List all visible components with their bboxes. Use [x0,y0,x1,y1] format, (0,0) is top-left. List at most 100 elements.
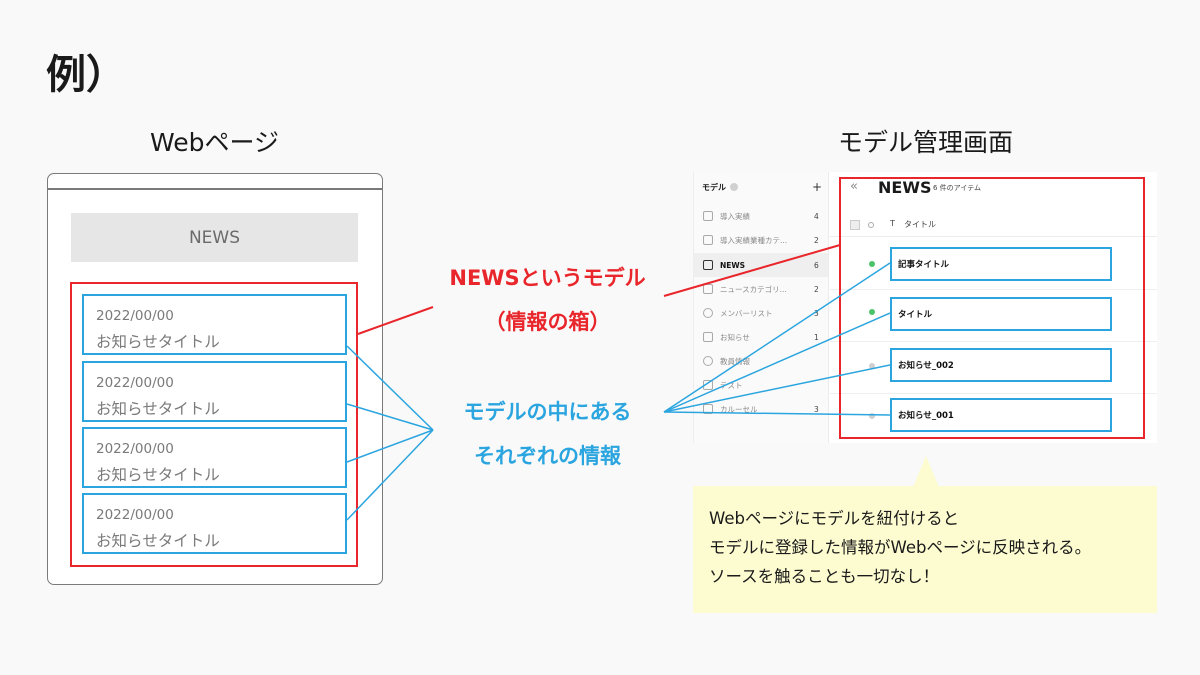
sidebar-item[interactable]: 導入実績 4 [694,204,828,228]
callout-box: Webページにモデルを紐付けると モデルに登録した情報がWebページに反映される… [693,486,1157,613]
sidebar-item-count: 4 [814,211,819,221]
document-icon [703,260,713,270]
news-banner: NEWS [71,213,358,262]
table-row[interactable]: お知らせ_001 [830,394,1157,443]
callout-line: モデルに登録した情報がWebページに反映される。 [709,538,1092,557]
sidebar-item-label: お知らせ [720,332,750,342]
table-row[interactable]: お知らせ_002 [830,342,1157,394]
blue-connector-left [346,429,434,521]
news-item-date: 2022/00/00 [96,441,174,457]
admin-heading: モデル管理画面 [838,128,1014,157]
blue-connector-right [663,262,891,413]
model-label-sub: （情報の箱） [484,310,611,334]
news-item-date: 2022/00/00 [96,507,174,523]
blue-connector-right [663,364,891,413]
item-count: 6 件のアイテム [933,184,981,192]
text-type-icon: T [890,219,895,228]
admin-main: « NEWS 6 件のアイテム T タイトル 記事タイトル タイトル お知らせ_… [830,172,1157,443]
sidebar-item-label: ニュースカテゴリ... [720,284,787,294]
slide-title: 例） [46,52,126,98]
news-item-title: お知らせタイトル [96,532,220,550]
folder-icon [703,235,713,245]
sidebar-item-label: カルーセル [720,404,758,414]
sidebar-item[interactable]: ニュースカテゴリ... 2 [694,277,828,301]
news-item-title: お知らせタイトル [96,333,220,351]
red-connector-right [663,244,841,297]
items-label: モデルの中にある [463,400,632,424]
callout-line: Webページにモデルを紐付けると [709,509,960,528]
blue-connector-left [346,403,434,431]
sidebar-item[interactable]: テスト [694,373,828,397]
wireframe-topbar [47,188,383,190]
webpage-heading: Webページ [150,128,280,157]
sidebar-item[interactable]: お知らせ 1 [694,325,828,349]
row-title: タイトル [890,297,1112,331]
sidebar-item-label: 教員情報 [720,356,750,366]
select-all-checkbox[interactable] [850,220,860,230]
news-item-date: 2022/00/00 [96,308,174,324]
collapse-button[interactable]: « [850,179,858,194]
tag-icon [703,211,713,221]
info-icon [730,183,738,191]
sidebar-item-count: 3 [814,308,819,318]
red-connector-left [357,306,434,335]
sidebar-header: モデル + [702,180,822,198]
status-dot [869,261,875,267]
tag-icon [703,404,713,414]
add-model-button[interactable]: + [811,180,822,194]
row-title: 記事タイトル [890,247,1112,281]
row-title: お知らせ_002 [890,348,1112,382]
sidebar-item-count: 2 [814,284,819,294]
sidebar-item-label: テスト [720,380,743,390]
news-item-title: お知らせタイトル [96,466,220,484]
sidebar-item-count: 2 [814,235,819,245]
sidebar-title: モデル [702,183,726,192]
sidebar-item-count: 3 [814,404,819,414]
admin-model-box [839,177,1145,439]
table-row[interactable]: 記事タイトル [830,238,1157,290]
items-label-sub: それぞれの情報 [474,444,621,468]
news-item: 2022/00/00 お知らせタイトル [82,294,347,355]
folder-icon [703,284,713,294]
tag-icon [703,380,713,390]
sidebar-item-label: メンバーリスト [720,308,773,318]
blue-connector-left [346,429,434,463]
status-column-icon [868,222,874,228]
document-icon [703,332,713,342]
news-item-date: 2022/00/00 [96,375,174,391]
model-label: NEWSというモデル [449,266,646,290]
sidebar-item-label: 導入実績業種カテ... [720,235,788,245]
news-item: 2022/00/00 お知らせタイトル [82,361,347,422]
sidebar-item[interactable]: カルーセル 3 [694,397,828,421]
table-row[interactable]: タイトル [830,290,1157,342]
sidebar-item-count: 6 [814,260,819,270]
news-model-box [70,282,358,567]
news-item: 2022/00/00 お知らせタイトル [82,493,347,554]
model-title: NEWS [878,178,932,197]
callout-line: ソースを触ることも一切なし！ [709,567,940,586]
status-dot [869,413,875,419]
sidebar-item-label: 導入実績 [720,211,750,221]
sidebar-item-news[interactable]: NEWS 6 [694,253,828,277]
blue-connector-right [663,312,891,413]
user-icon [703,308,713,318]
news-item: 2022/00/00 お知らせタイトル [82,427,347,488]
blue-connector-left [346,345,434,431]
callout-pointer [913,456,939,487]
status-dot [869,363,875,369]
admin-sidebar: モデル + 導入実績 4 導入実績業種カテ... 2 NEWS 6 ニュースカテ… [694,172,829,443]
sidebar-item-count: 1 [814,332,819,342]
status-dot [869,309,875,315]
user-icon [703,356,713,366]
table-header: T タイトル [830,213,1157,237]
sidebar-item[interactable]: 教員情報 [694,349,828,373]
sidebar-item[interactable]: 導入実績業種カテ... 2 [694,228,828,252]
row-title: お知らせ_001 [890,398,1112,432]
news-item-title: お知らせタイトル [96,400,220,418]
sidebar-item-label: NEWS [720,260,746,270]
column-header-title: タイトル [904,220,936,229]
admin-screenshot: モデル + 導入実績 4 導入実績業種カテ... 2 NEWS 6 ニュースカテ… [693,172,1157,443]
sidebar-item[interactable]: メンバーリスト 3 [694,301,828,325]
blue-connector-right [663,411,891,416]
